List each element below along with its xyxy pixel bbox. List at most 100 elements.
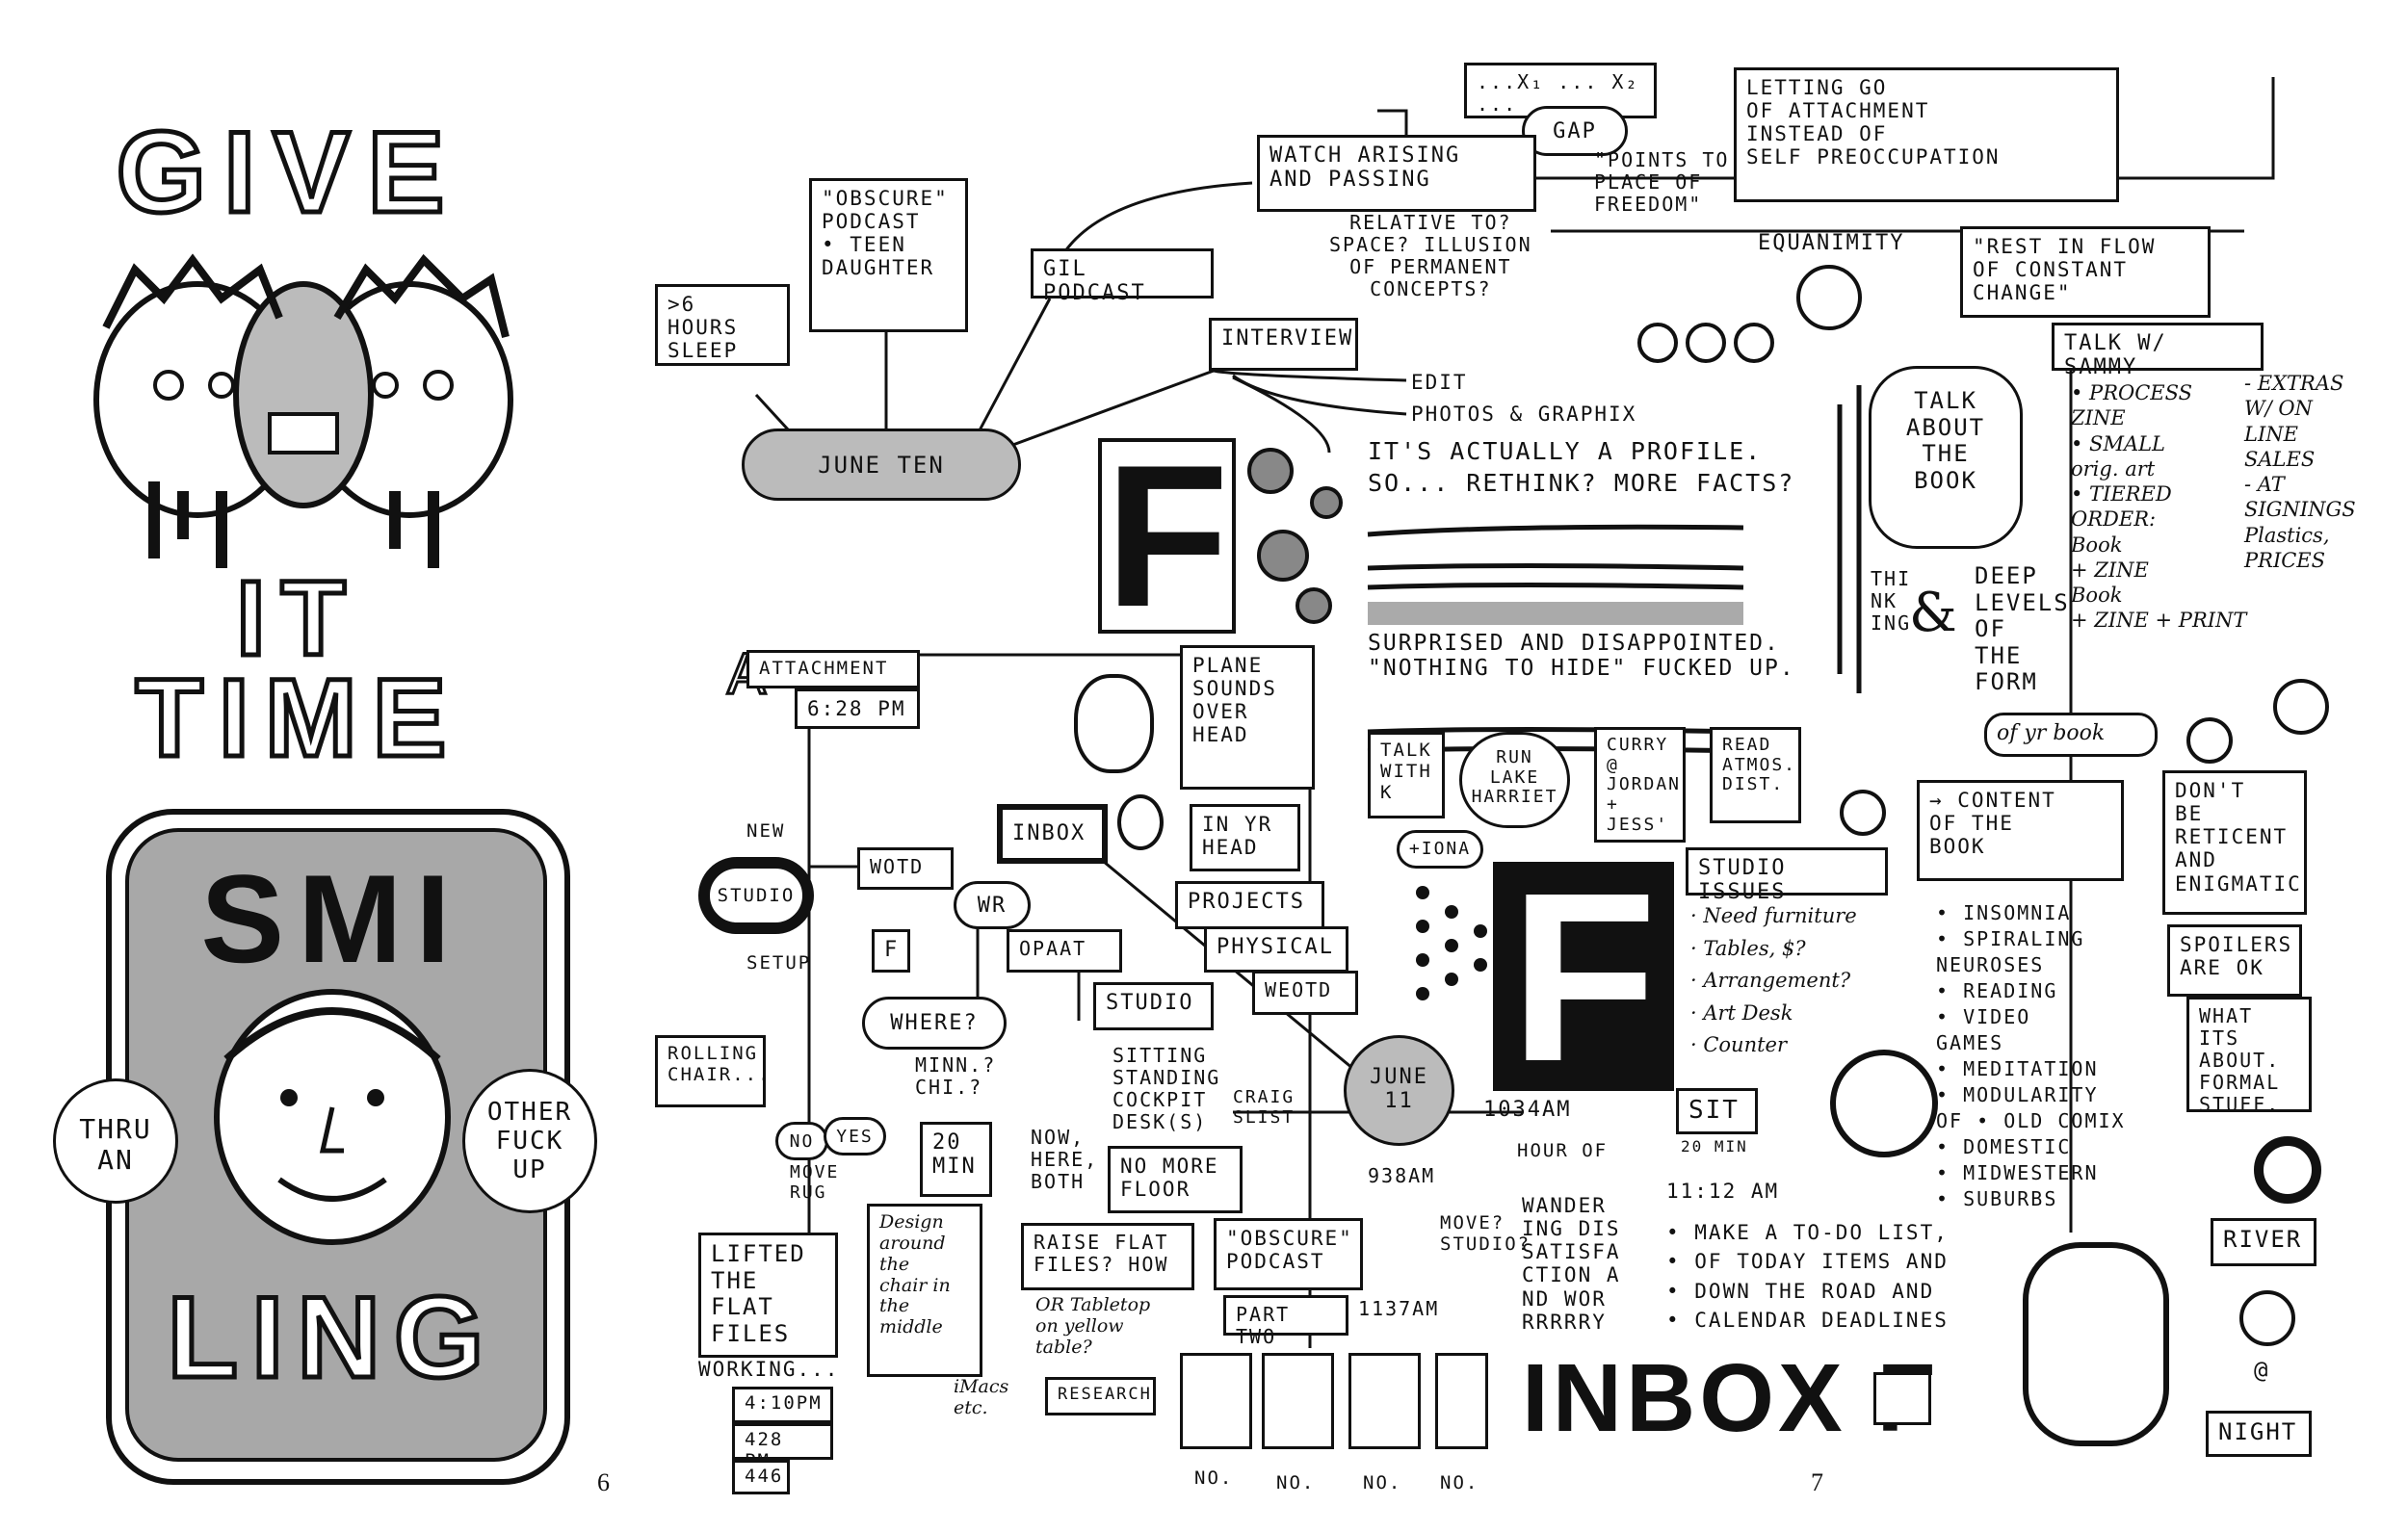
talk-about-book-box: TALK ABOUT the BOOK: [1869, 366, 2023, 549]
watch-arising-box: WATCH ARISING AND PASSING: [1257, 135, 1536, 212]
curry-box: CURRY @ JORDAN + JESS': [1594, 727, 1686, 843]
no-label-3: NO.: [1363, 1472, 1402, 1493]
gil-podcast-box: GIL PODCAST: [1031, 248, 1214, 305]
man-face-illustration: [1074, 674, 1154, 773]
sitting-list: SITTING STANDING COCKPIT DESK(S): [1112, 1044, 1221, 1133]
thinking-text: THI NK ING: [1871, 567, 1912, 635]
stick-figure-panel-3: [1348, 1353, 1421, 1449]
time-1034-text: 1034AM: [1483, 1098, 1572, 1122]
new-text: NEW: [746, 820, 786, 842]
need-furniture-list: · Need furniture · Tables, $? · Arrangem…: [1690, 904, 1857, 1057]
right-page: ...X₁ ... X₂ ... GAP "POINTS TO PLACE OF…: [655, 0, 2408, 1532]
move-studio-text: MOVE? STUDIO?: [1440, 1212, 1531, 1255]
in-yr-head-box: IN YR HEAD: [1190, 804, 1300, 871]
hatched-circle-2: [1310, 486, 1343, 519]
hatched-circle-4: [1296, 587, 1332, 624]
setup-text: SETUP: [746, 952, 812, 974]
smiling-bottom-text: LING: [165, 1271, 498, 1405]
plane-sounds-box: PLANE SOUNDS OVER HEAD: [1180, 645, 1315, 790]
spiral-face-icon: [1840, 790, 1886, 836]
stick-figure-panel-4: [1435, 1353, 1488, 1449]
craig-list-text: CRAIG SLIST: [1233, 1087, 1296, 1128]
night-box: NIGHT: [2206, 1411, 2312, 1457]
weotd-box: WEOTD: [1252, 971, 1358, 1015]
run-lake-bubble: RUN LAKE HARRIET: [1459, 732, 1570, 828]
page-number-left: 6: [597, 1468, 610, 1496]
no-label-1: NO.: [1194, 1467, 1234, 1489]
profile-line: IT'S ACTUALLY A PROFILE.: [1368, 437, 1763, 465]
insomnia-list: • INSOMNIA • SPIRALING NEUROSES • READIN…: [1936, 901, 2126, 1210]
hour-of-text: HOUR OF: [1517, 1140, 1609, 1161]
three-heads-illustration: [93, 253, 513, 568]
redacted-bar: [1368, 602, 1743, 625]
at-text: @: [2254, 1357, 2270, 1384]
page-number-right: 7: [1811, 1468, 1823, 1496]
stick-figure-panel-1: [1180, 1353, 1252, 1449]
yes-bubble: YES: [824, 1117, 886, 1155]
time-410-box: 4:10PM: [732, 1387, 833, 1423]
extras-list: - EXTRAS W/ ON LINE SALES - AT SIGNINGS …: [2244, 372, 2356, 572]
part-two-box: PART TWO: [1223, 1295, 1348, 1348]
spiral-small-icon: [2239, 1290, 2295, 1346]
dont-be-box: DON'T BE RETICENT AND ENIGMATIC: [2162, 770, 2307, 915]
todo-list: • MAKE A TO-DO LIST, • OF TODAY ITEMS an…: [1666, 1221, 1949, 1333]
interview-box: INTERVIEW: [1209, 318, 1358, 371]
plus-iona-bubble: +IONA: [1397, 830, 1483, 869]
big-f-middle: F: [1493, 843, 1674, 1111]
no-label-4: NO.: [1440, 1472, 1479, 1493]
physical-box: PHYSICAL: [1204, 926, 1348, 973]
rest-in-flow-box: "REST IN FLOW OF CONSTANT CHANGE": [1960, 226, 2211, 318]
left-page: GIVE IT TIME SMI THRU AN OTHER FUCK UP L…: [0, 0, 655, 1532]
working-text: WORKING...: [698, 1358, 840, 1381]
time-1137-text: 1137AM: [1358, 1297, 1440, 1320]
cube-icon: [1873, 1372, 1931, 1425]
letting-go-box: LETTING GO OF ATTACHMENT INSTEAD OF SELF…: [1734, 67, 2119, 202]
now-here-both-text: NOW, HERE, BOTH: [1031, 1126, 1099, 1193]
dot-5: [1445, 905, 1458, 919]
dot-4: [1416, 987, 1429, 1000]
of-yr-book-box: of yr book: [1984, 713, 2158, 757]
time-title: TIME: [133, 654, 462, 782]
dot-3: [1416, 953, 1429, 967]
talk-sammy-box: TALK W/ SAMMY: [2052, 323, 2264, 379]
dot-7: [1445, 973, 1458, 986]
circle-1-icon: [1637, 323, 1678, 363]
big-g-shape: [2023, 1242, 2169, 1446]
time-428-box: 428 PM: [732, 1423, 833, 1471]
talk-with-k-box: TALK WITH K: [1368, 732, 1445, 818]
points-to-text: "POINTS TO PLACE OF FREEDOM": [1594, 148, 1730, 216]
opaat-box: OPAAT: [1007, 929, 1122, 973]
time-1112-text: 11:12 AM: [1666, 1180, 1780, 1203]
research-box: RESEARCH: [1045, 1377, 1156, 1415]
time-446-box: 446: [732, 1460, 790, 1494]
f-small-box: F: [872, 929, 910, 973]
read-atmos-box: READ ATMOS. DIST.: [1710, 727, 1801, 823]
obscure-podcast-2-box: "OBSCURE" PODCAST: [1214, 1218, 1363, 1290]
dot-9: [1474, 958, 1487, 972]
thru-an-bubble: THRU AN: [53, 1078, 178, 1204]
attachment-box: ATTACHMENT: [746, 650, 920, 688]
raise-flat-box: RAISE FLAT FILES? HOW: [1021, 1223, 1194, 1290]
ampersand-text: &: [1909, 582, 1957, 644]
inbox-box: INBOX: [997, 804, 1108, 864]
wr-bubble: WR: [954, 881, 1031, 929]
gap-bubble: GAP: [1522, 106, 1628, 156]
deep-levels-text: DEEP LEVELS OF the FORM: [1975, 562, 2070, 696]
surprised-text: SURPRISED AND DISAPPOINTED. "NOTHING TO …: [1368, 631, 1795, 682]
rolling-chair-box: ROLLING CHAIR...: [655, 1035, 770, 1107]
no-more-floor-box: NO MORE FLOOR: [1108, 1146, 1243, 1213]
sit-20-text: 20 MIN: [1681, 1137, 1748, 1155]
smiling-top-text: SMI: [200, 848, 464, 989]
other-fuck-up-bubble: OTHER FUCK UP: [462, 1069, 597, 1213]
studio-box: STUDIO: [1093, 982, 1214, 1030]
june-11-bubble: JUNE 11: [1344, 1035, 1454, 1146]
wander-text: WANDER ING DIS SATISFA CTION A ND WOR RR…: [1522, 1194, 1621, 1334]
lifted-box: LIFTED THE FLAT FILES: [698, 1233, 838, 1358]
smiling-face-illustration: [214, 989, 451, 1245]
edit-text: EDIT: [1411, 371, 1468, 394]
smiley-face-1-icon: [2186, 717, 2233, 764]
dot-8: [1474, 924, 1487, 938]
studio-ring: STUDIO: [698, 857, 814, 934]
move-rug-text: MOVE RUG: [790, 1162, 840, 1203]
give-title: GIVE: [114, 106, 462, 240]
